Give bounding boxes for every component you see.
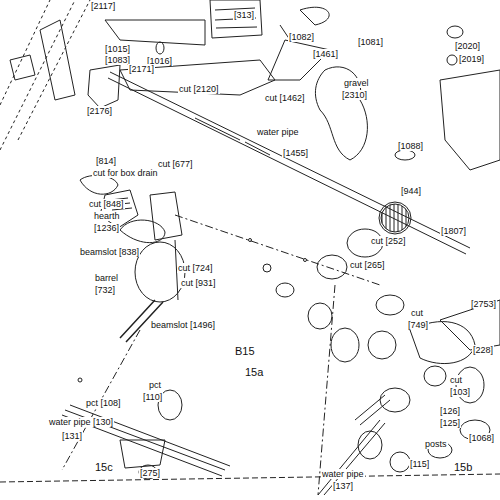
context-label: [1461] xyxy=(312,49,339,59)
context-label: [125] xyxy=(439,418,461,428)
context-label: [2117] xyxy=(90,1,116,11)
context-label: hearth xyxy=(93,211,121,221)
context-label: [2171] xyxy=(128,64,155,74)
context-label: [2753] xyxy=(470,299,497,309)
context-label: 15c xyxy=(94,461,114,473)
context-label: beamslot [1496] xyxy=(150,320,216,330)
context-label: cut [848] xyxy=(88,199,125,209)
context-label: water pipe xyxy=(256,127,300,137)
context-label: [126] xyxy=(439,406,461,416)
context-label: cut xyxy=(410,308,424,318)
context-label: [137] xyxy=(332,481,354,491)
context-label: [103] xyxy=(449,387,471,397)
context-label: cut xyxy=(449,375,463,385)
context-label: [131] xyxy=(61,431,83,441)
context-label: [1807] xyxy=(440,226,467,236)
context-label: pct xyxy=(148,380,162,390)
context-label: [1088] xyxy=(397,141,424,151)
context-label: beamslot [838] xyxy=(79,247,140,257)
context-label: 15a xyxy=(244,366,264,378)
context-label: [749] xyxy=(407,320,429,330)
context-label: [228] xyxy=(472,345,494,355)
context-label: [732] xyxy=(94,285,116,295)
context-label: [1236] xyxy=(93,223,120,233)
context-label: cut [2120] xyxy=(178,84,220,94)
context-label: [1068] xyxy=(468,433,495,443)
context-label: [275] xyxy=(139,468,161,478)
context-label: cut [1462] xyxy=(264,93,306,103)
context-label: posts xyxy=(424,439,448,449)
context-label: cut [252] xyxy=(370,236,407,246)
context-label: [1083] xyxy=(104,55,131,65)
context-label: [110] xyxy=(142,392,163,402)
context-label: cut [931] xyxy=(180,278,217,288)
context-label: cut [677] xyxy=(157,159,194,169)
context-label: cut [724] xyxy=(177,263,214,273)
context-label: B15 xyxy=(234,345,256,357)
context-label: [115] xyxy=(409,459,430,469)
context-label: water pipe xyxy=(321,469,365,479)
context-label: gravel xyxy=(343,78,370,88)
context-label: [2176] xyxy=(86,106,113,116)
context-label: cut for box drain xyxy=(92,168,159,178)
context-label: [1081] xyxy=(357,37,384,47)
context-label: [944] xyxy=(400,186,422,196)
context-label: water pipe [130] xyxy=(48,417,114,427)
context-label: pct [108] xyxy=(85,398,122,408)
context-label: [1455] xyxy=(282,148,309,158)
context-label: [313] xyxy=(233,10,255,20)
context-label: [2019] xyxy=(458,54,485,64)
context-label: [814] xyxy=(95,156,117,166)
context-label: [2310] xyxy=(341,90,368,100)
context-label: 15b xyxy=(453,461,473,473)
context-label: [1015] xyxy=(104,44,131,54)
context-label: cut [265] xyxy=(349,260,386,270)
context-label: [1082] xyxy=(288,32,315,42)
context-label: [2020] xyxy=(454,41,481,51)
context-label: barrel xyxy=(94,273,119,283)
